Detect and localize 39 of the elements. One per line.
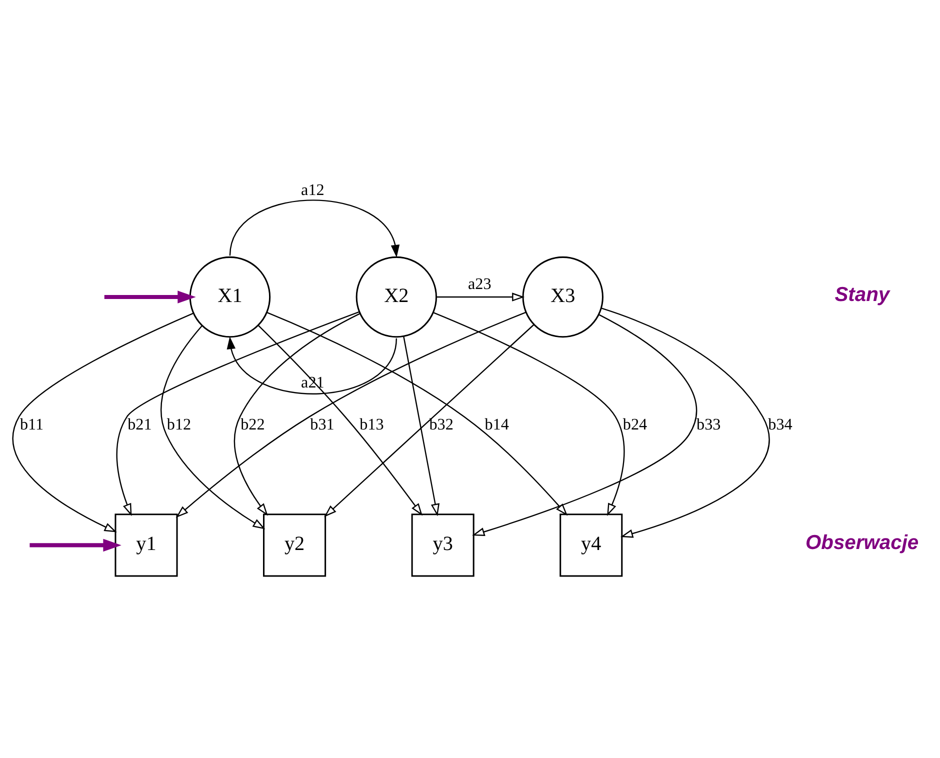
edge-label: b14 (484, 416, 509, 434)
node-box: y2 (263, 514, 326, 577)
arrow (160, 325, 266, 530)
edge-label: b34 (768, 416, 792, 434)
arrow (226, 336, 398, 394)
node-circle: X1 (189, 256, 271, 338)
edge-label: b33 (696, 416, 721, 434)
arrow (266, 312, 568, 516)
edge-label: b13 (360, 416, 384, 434)
edge-label: b12 (166, 416, 192, 434)
node-box: y3 (411, 514, 474, 577)
edge-label: b22 (240, 416, 265, 434)
arrow (116, 311, 360, 516)
arrow (472, 314, 698, 536)
edge-label: b24 (622, 416, 648, 434)
arrow (403, 336, 440, 516)
arrow (30, 538, 122, 552)
node-circle: X2 (356, 256, 438, 338)
edge-label: b31 (310, 416, 334, 434)
arrow (436, 292, 525, 302)
arrow (176, 312, 526, 518)
node-box: y1 (114, 514, 178, 577)
arrow (324, 324, 534, 518)
edge-label: a12 (301, 182, 324, 199)
arrow (234, 313, 360, 516)
arrow (12, 312, 194, 532)
arrow (258, 325, 422, 516)
label: Obserwacje (805, 532, 919, 554)
arrow (433, 312, 625, 516)
edge-label: a23 (468, 276, 492, 293)
node-circle: X3 (522, 256, 604, 338)
node-box: y4 (560, 514, 623, 577)
arrow (229, 200, 400, 258)
edge-label: b32 (429, 416, 454, 434)
edge-label: b21 (128, 416, 152, 434)
arrow (104, 290, 196, 304)
arrow (601, 308, 770, 538)
edge-label: b11 (20, 416, 44, 434)
label: Stany (834, 284, 890, 306)
